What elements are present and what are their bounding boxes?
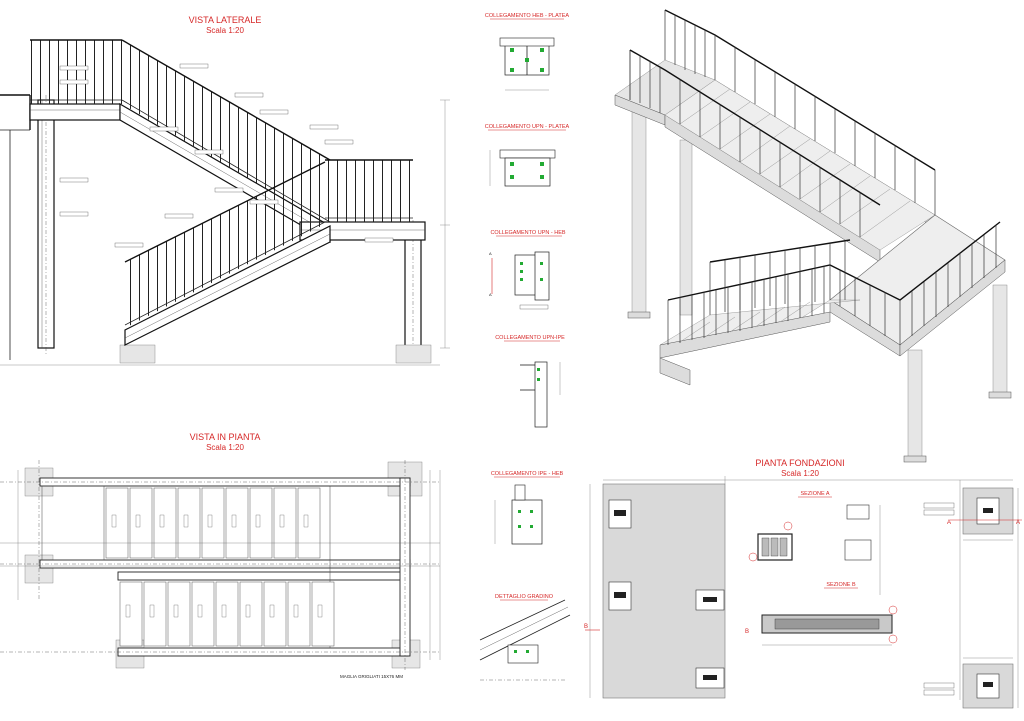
plan-view: VISTA IN PIANTA Scala 1:20 bbox=[0, 432, 441, 679]
stair-3d-view bbox=[614, 9, 1012, 463]
3d-column-2 bbox=[679, 139, 693, 316]
3d-column-3 bbox=[907, 349, 923, 461]
section-a: SEZIONE A bbox=[748, 491, 881, 595]
detail-marker-a-bottom: A bbox=[489, 292, 492, 297]
foundation-plan: PIANTA FONDAZIONI Scala 1:20 bbox=[584, 458, 1022, 709]
section-b: SEZIONE B bbox=[761, 582, 898, 646]
foundation-scale: Scala 1:20 bbox=[781, 469, 819, 478]
svg-text:B: B bbox=[745, 629, 749, 635]
plan-treads-bottom bbox=[119, 581, 335, 647]
detail-upn-platea-title: COLLEGAMENTO UPN - PLATEA bbox=[485, 124, 570, 130]
svg-text:A: A bbox=[1016, 520, 1020, 526]
detail-upn-ipe: COLLEGAMENTO UPN-IPE bbox=[495, 335, 565, 428]
plan-treads-top bbox=[105, 487, 321, 559]
svg-text:B: B bbox=[584, 624, 588, 630]
detail-ipe-heb-title: COLLEGAMENTO IPE - HEB bbox=[491, 471, 564, 477]
3d-upper-rails bbox=[629, 9, 936, 237]
foundation-callouts bbox=[923, 502, 955, 696]
section-b-title: SEZIONE B bbox=[826, 582, 856, 588]
side-view-title: VISTA LATERALE bbox=[189, 15, 262, 25]
plan-dimensions bbox=[0, 460, 441, 670]
plan-grating-note: MAGLIA GRIGLIATI 15X76 MM bbox=[340, 674, 403, 679]
3d-column-1 bbox=[631, 109, 647, 316]
detail-step: DETTAGLIO GRADINO bbox=[479, 594, 571, 681]
side-column-left bbox=[37, 95, 55, 355]
section-marker-b: B B bbox=[584, 624, 749, 635]
detail-upn-ipe-title: COLLEGAMENTO UPN-IPE bbox=[495, 335, 565, 341]
detail-upn-heb-title: COLLEGAMENTO UPN - HEB bbox=[490, 230, 565, 236]
detail-ipe-heb: COLLEGAMENTO IPE - HEB bbox=[491, 471, 564, 545]
plan-view-scale: Scala 1:20 bbox=[206, 443, 244, 452]
side-view-scale: Scala 1:20 bbox=[206, 26, 244, 35]
3d-column-4 bbox=[992, 284, 1008, 396]
3d-lower-flight bbox=[659, 311, 831, 359]
side-left-wall bbox=[0, 94, 31, 360]
detail-step-title: DETTAGLIO GRADINO bbox=[495, 594, 554, 600]
foundation-plates-slab bbox=[608, 499, 725, 689]
detail-marker-a: A bbox=[489, 251, 492, 256]
side-footing-mid bbox=[119, 344, 156, 364]
detail-heb-platea-title: COLLEGAMENTO HEB - PLATEA bbox=[485, 13, 569, 19]
section-a-title: SEZIONE A bbox=[800, 491, 829, 497]
foundation-dimensions bbox=[589, 476, 1019, 708]
detail-heb-platea: COLLEGAMENTO HEB - PLATEA bbox=[485, 13, 569, 91]
side-callouts bbox=[59, 63, 394, 248]
detail-upn-platea: COLLEGAMENTO UPN - PLATEA bbox=[485, 124, 570, 187]
detail-upn-heb: COLLEGAMENTO UPN - HEB A A bbox=[489, 230, 566, 310]
svg-text:A: A bbox=[947, 520, 951, 526]
side-view: VISTA LATERALE Scala 1:20 bbox=[0, 15, 450, 366]
3d-lower-rails bbox=[667, 221, 1001, 345]
plan-view-title: VISTA IN PIANTA bbox=[190, 432, 261, 442]
foundation-title: PIANTA FONDAZIONI bbox=[755, 458, 844, 468]
side-footing-right bbox=[395, 344, 432, 364]
section-marker-a: A A bbox=[947, 519, 1022, 526]
side-dimensions bbox=[0, 99, 450, 366]
side-middle-landing bbox=[299, 159, 426, 241]
